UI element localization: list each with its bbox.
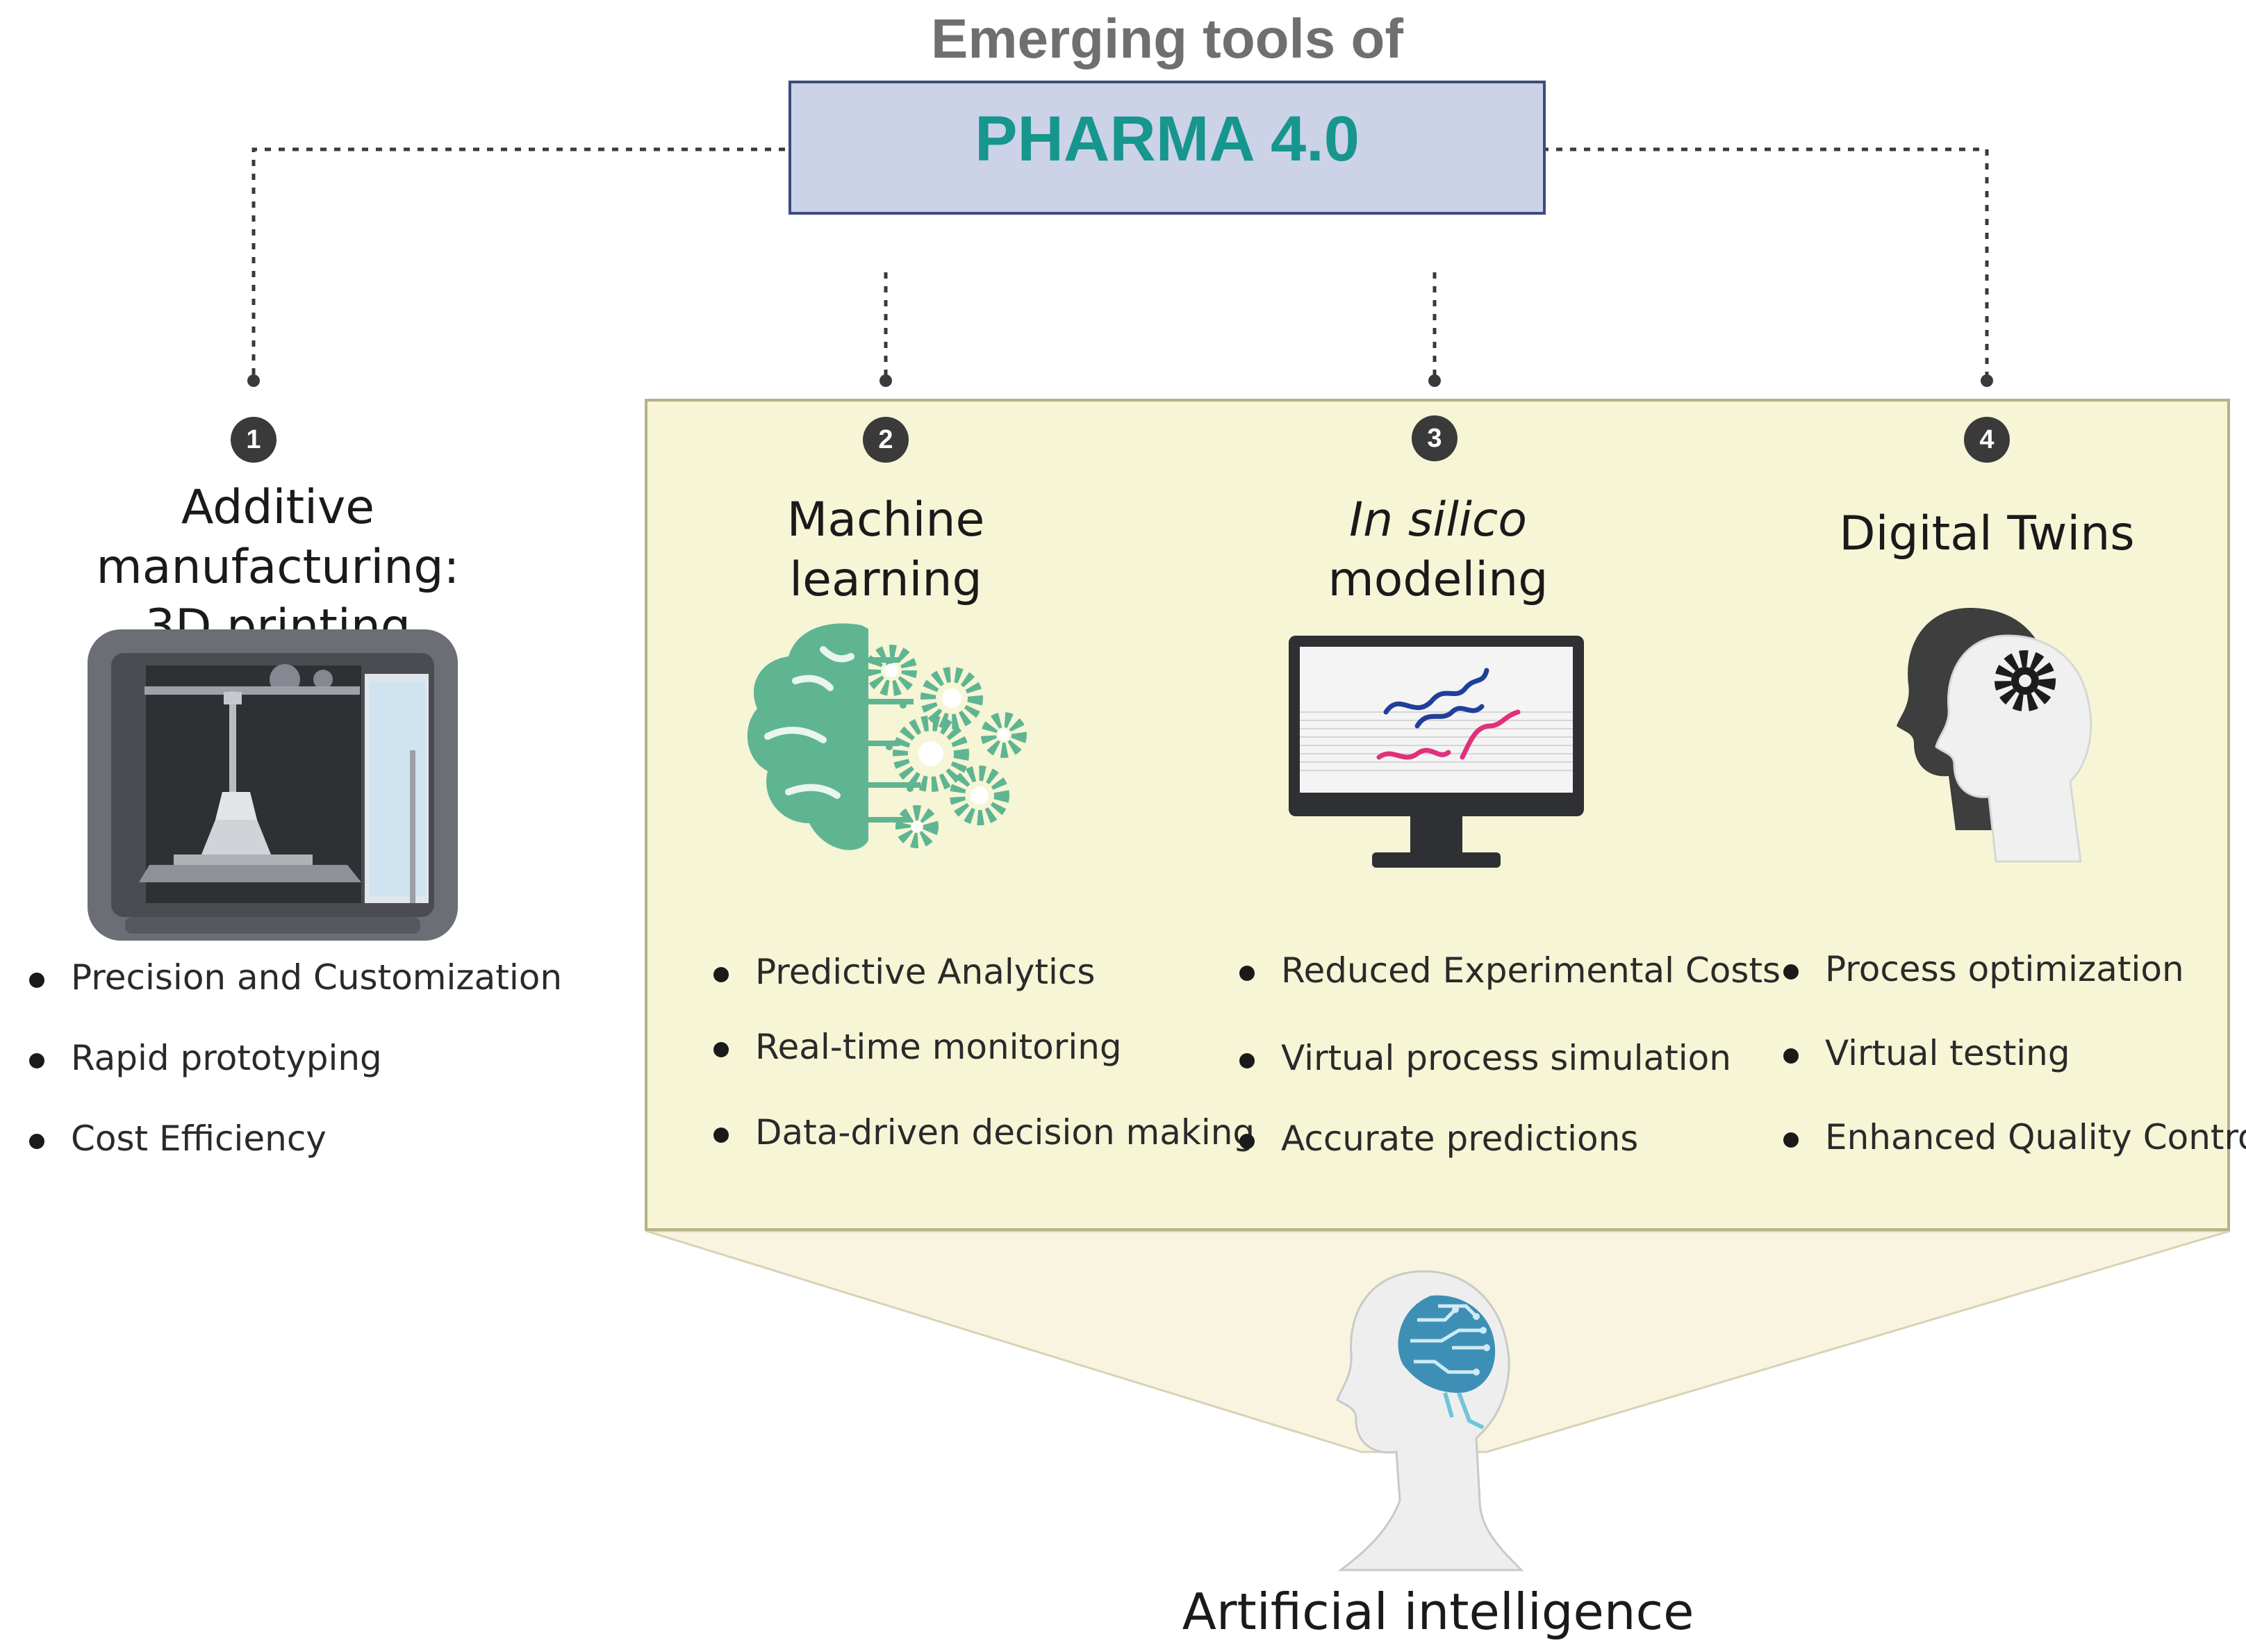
- brain-gears-icon: [747, 623, 1027, 850]
- tool-3-bullets: Reduced Experimental Costs Virtual proce…: [1238, 950, 1781, 1159]
- tool-2-bullet: Data-driven decision making: [712, 1112, 1255, 1153]
- tool-4-bullet: Virtual testing: [1782, 1033, 2246, 1073]
- tool-2-number-badge: 2: [863, 417, 909, 463]
- tool-1-title: Additive manufacturing: 3D printing: [0, 478, 556, 657]
- tool-4-bullet: Enhanced Quality Control: [1782, 1117, 2246, 1157]
- connector-right: [1417, 147, 1989, 379]
- pharma-title: PHARMA 4.0: [975, 104, 1360, 174]
- tool-2-bullet: Predictive Analytics: [712, 952, 1255, 992]
- tool-3-title-line1: In silico: [1349, 493, 1527, 547]
- tool-4-title-line1: Digital Twins: [1839, 506, 2135, 561]
- tool-4-bullet: Process optimization: [1782, 949, 2246, 989]
- tool-4-number-badge: 4: [1964, 417, 2010, 463]
- tool-2-title-line1: Machine: [786, 493, 985, 547]
- twin-heads-gear-icon: [1897, 608, 2092, 863]
- tool-4-bullets: Process optimization Virtual testing Enh…: [1782, 949, 2246, 1157]
- 3d-printer-icon: [88, 629, 458, 941]
- tool-1-number-badge: 1: [231, 417, 276, 463]
- tool-1-bullet: Cost Efficiency: [28, 1118, 562, 1159]
- tool-1-title-line1: Additive manufacturing:: [96, 480, 460, 595]
- tool-2-bullets: Predictive Analytics Real-time monitorin…: [712, 952, 1255, 1153]
- tool-3-bullet: Accurate predictions: [1238, 1118, 1781, 1159]
- ai-label: Artificial intelligence: [1182, 1583, 1694, 1641]
- tool-3-number-badge: 3: [1412, 415, 1458, 461]
- connector-left: [251, 147, 938, 379]
- tool-4-title: Digital Twins: [1775, 504, 2199, 564]
- monitor-molecules-icon: [1289, 636, 1584, 868]
- tool-3-bullet: Reduced Experimental Costs: [1238, 950, 1781, 991]
- pharma-title-box: [788, 81, 1546, 215]
- ai-head-icon: [1336, 1270, 1524, 1571]
- tool-2-bullet: Real-time monitoring: [712, 1027, 1255, 1067]
- tool-2-title-line2: learning: [789, 552, 982, 607]
- tool-3-title: In silico modeling: [1230, 490, 1646, 610]
- tool-1-bullet: Precision and Customization: [28, 957, 562, 998]
- tool-1-bullets: Precision and Customization Rapid protot…: [28, 957, 562, 1159]
- tool-3-title-line2: modeling: [1328, 552, 1549, 607]
- tool-3-bullet: Virtual process simulation: [1238, 1038, 1781, 1078]
- tool-2-title: Machine learning: [677, 490, 1094, 610]
- tool-1-bullet: Rapid prototyping: [28, 1038, 562, 1078]
- header-subtitle: Emerging tools of: [931, 8, 1403, 69]
